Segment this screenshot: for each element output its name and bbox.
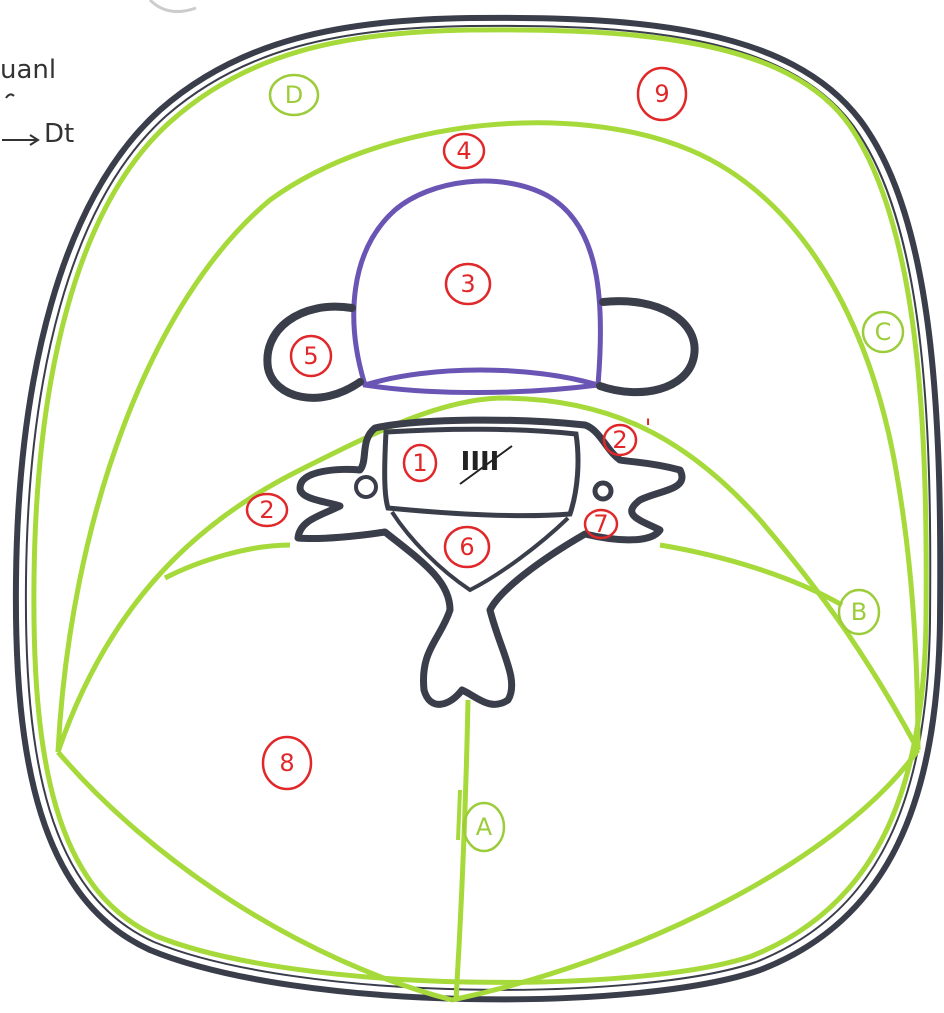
prevertebral-fascia-right-spur: [660, 545, 842, 605]
label-marker-A: A: [464, 803, 504, 851]
svg-text:9: 9: [654, 80, 669, 108]
label-marker-6: 6: [445, 527, 489, 567]
margin-hook-mark: [6, 94, 14, 98]
vertebral-body-tally: IIII: [461, 447, 500, 477]
label-marker-B: B: [839, 590, 879, 634]
right-thyroid-lobe: [600, 301, 695, 392]
label-marker-7: 7: [585, 510, 617, 538]
svg-text:5: 5: [303, 342, 318, 370]
label-marker-C: C: [863, 312, 903, 352]
svg-text:C: C: [875, 318, 892, 346]
svg-text:4: 4: [456, 137, 471, 165]
label-marker-3: 3: [446, 264, 490, 304]
svg-text:6: 6: [459, 533, 474, 561]
svg-text:8: 8: [279, 749, 294, 777]
deep-fascia-arch: [58, 123, 918, 752]
lower-fascia-right: [452, 750, 918, 1000]
left-vertebral-foramen: [356, 477, 376, 497]
outer-neck-outline: [16, 18, 940, 1000]
label-marker-8: 8: [263, 737, 311, 789]
svg-text:': ': [645, 414, 652, 442]
svg-text:A: A: [476, 813, 493, 841]
midline-septum: [456, 700, 468, 1000]
label-marker-5: 5: [291, 336, 331, 376]
midline-septum-accent: [458, 790, 460, 840]
label-marker-1: 1: [404, 445, 436, 481]
label-marker-D: D: [270, 75, 318, 115]
margin-arrow: [2, 135, 38, 145]
label-marker-9: 9: [638, 68, 686, 120]
svg-text:7: 7: [593, 510, 608, 538]
svg-text:2: 2: [259, 496, 274, 524]
spinal-canal: [392, 512, 568, 590]
right-vertebral-foramen: [595, 483, 611, 499]
label-marker-2-left: 2: [247, 494, 287, 526]
label-marker-4: 4: [444, 134, 484, 168]
svg-text:1: 1: [412, 449, 427, 477]
margin-note-arrow-label: Dt: [44, 119, 74, 149]
svg-text:D: D: [285, 81, 303, 109]
svg-text:2: 2: [612, 426, 627, 454]
trachea-outline: [354, 181, 601, 392]
svg-text:B: B: [851, 598, 867, 626]
outer-neck-outline-inner-stroke: [26, 26, 930, 990]
margin-note-top: uanl: [0, 55, 56, 85]
trachea-posterior-wall: [365, 370, 598, 385]
top-cut-scribble: [150, 0, 196, 12]
svg-text:3: 3: [460, 270, 475, 298]
